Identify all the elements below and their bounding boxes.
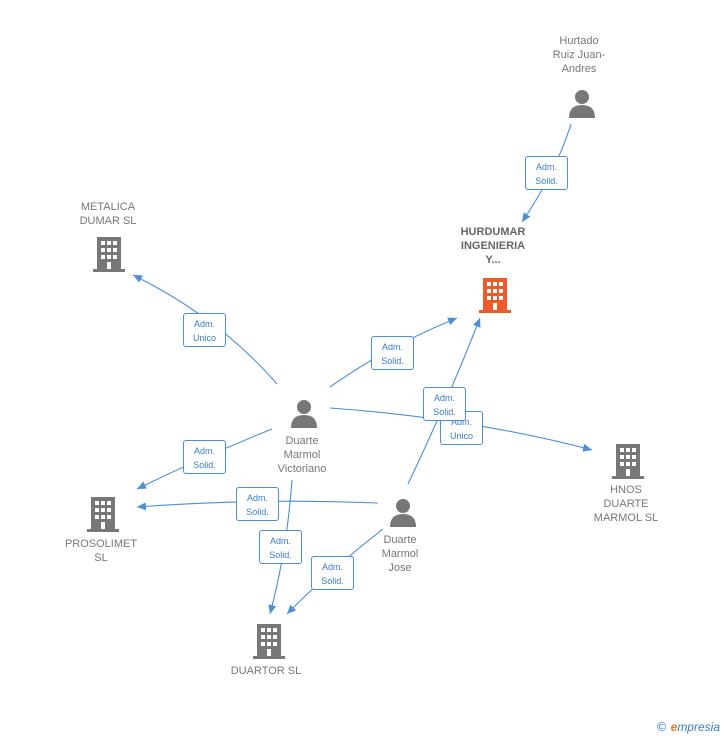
edge-label-jose-prosolimet: Adm. Solid. bbox=[236, 487, 279, 521]
building-icon bbox=[87, 497, 119, 532]
person-icon bbox=[390, 499, 416, 527]
node-hurdumar[interactable]: HURDUMAR INGENIERIA Y... bbox=[443, 225, 543, 267]
edge-label-jose-duartor: Adm. Solid. bbox=[311, 556, 354, 590]
brand-credit: ©empresia bbox=[656, 720, 720, 734]
edge-label-hurtado-hurdumar: Adm. Solid. bbox=[525, 156, 568, 190]
node-label: HNOS DUARTE MARMOL SL bbox=[593, 484, 659, 524]
node-victoriano[interactable]: Duarte Marmol Victoriano bbox=[252, 434, 352, 476]
node-label: Hurtado Ruiz Juan- Andres bbox=[552, 35, 606, 75]
node-label: PROSOLIMET SL bbox=[64, 538, 138, 564]
node-label: HURDUMAR INGENIERIA Y... bbox=[460, 226, 526, 266]
node-hurtado[interactable]: Hurtado Ruiz Juan- Andres bbox=[529, 34, 629, 76]
node-label: Duarte Marmol Victoriano bbox=[277, 435, 327, 475]
edge-label-victoriano-prosolimet: Adm. Solid. bbox=[183, 440, 226, 474]
node-duartor[interactable]: DUARTOR SL bbox=[216, 664, 316, 678]
node-label: METALICA DUMAR SL bbox=[79, 201, 137, 227]
node-metalica[interactable]: METALICA DUMAR SL bbox=[58, 200, 158, 228]
node-label: Duarte Marmol Jose bbox=[381, 534, 419, 574]
brand-initial: e bbox=[670, 720, 678, 734]
copyright-symbol: © bbox=[655, 720, 668, 734]
building-icon bbox=[479, 278, 511, 313]
building-icon bbox=[253, 624, 285, 659]
node-hnos[interactable]: HNOS DUARTE MARMOL SL bbox=[576, 483, 676, 525]
brand-name: mpresia bbox=[677, 720, 720, 734]
edge-label-victoriano-hurdumar: Adm. Solid. bbox=[371, 336, 414, 370]
person-icon bbox=[291, 400, 317, 428]
person-icon bbox=[569, 90, 595, 118]
node-jose[interactable]: Duarte Marmol Jose bbox=[350, 533, 450, 575]
node-prosolimet[interactable]: PROSOLIMET SL bbox=[51, 537, 151, 565]
node-label: DUARTOR SL bbox=[230, 665, 302, 677]
edge-label-jose-hurdumar: Adm. Solid. bbox=[423, 387, 466, 421]
edge-label-victoriano-metalica: Adm. Unico bbox=[183, 313, 226, 347]
edge-label-victoriano-duartor: Adm. Solid. bbox=[259, 530, 302, 564]
building-icon bbox=[93, 237, 125, 272]
building-icon bbox=[612, 444, 644, 479]
